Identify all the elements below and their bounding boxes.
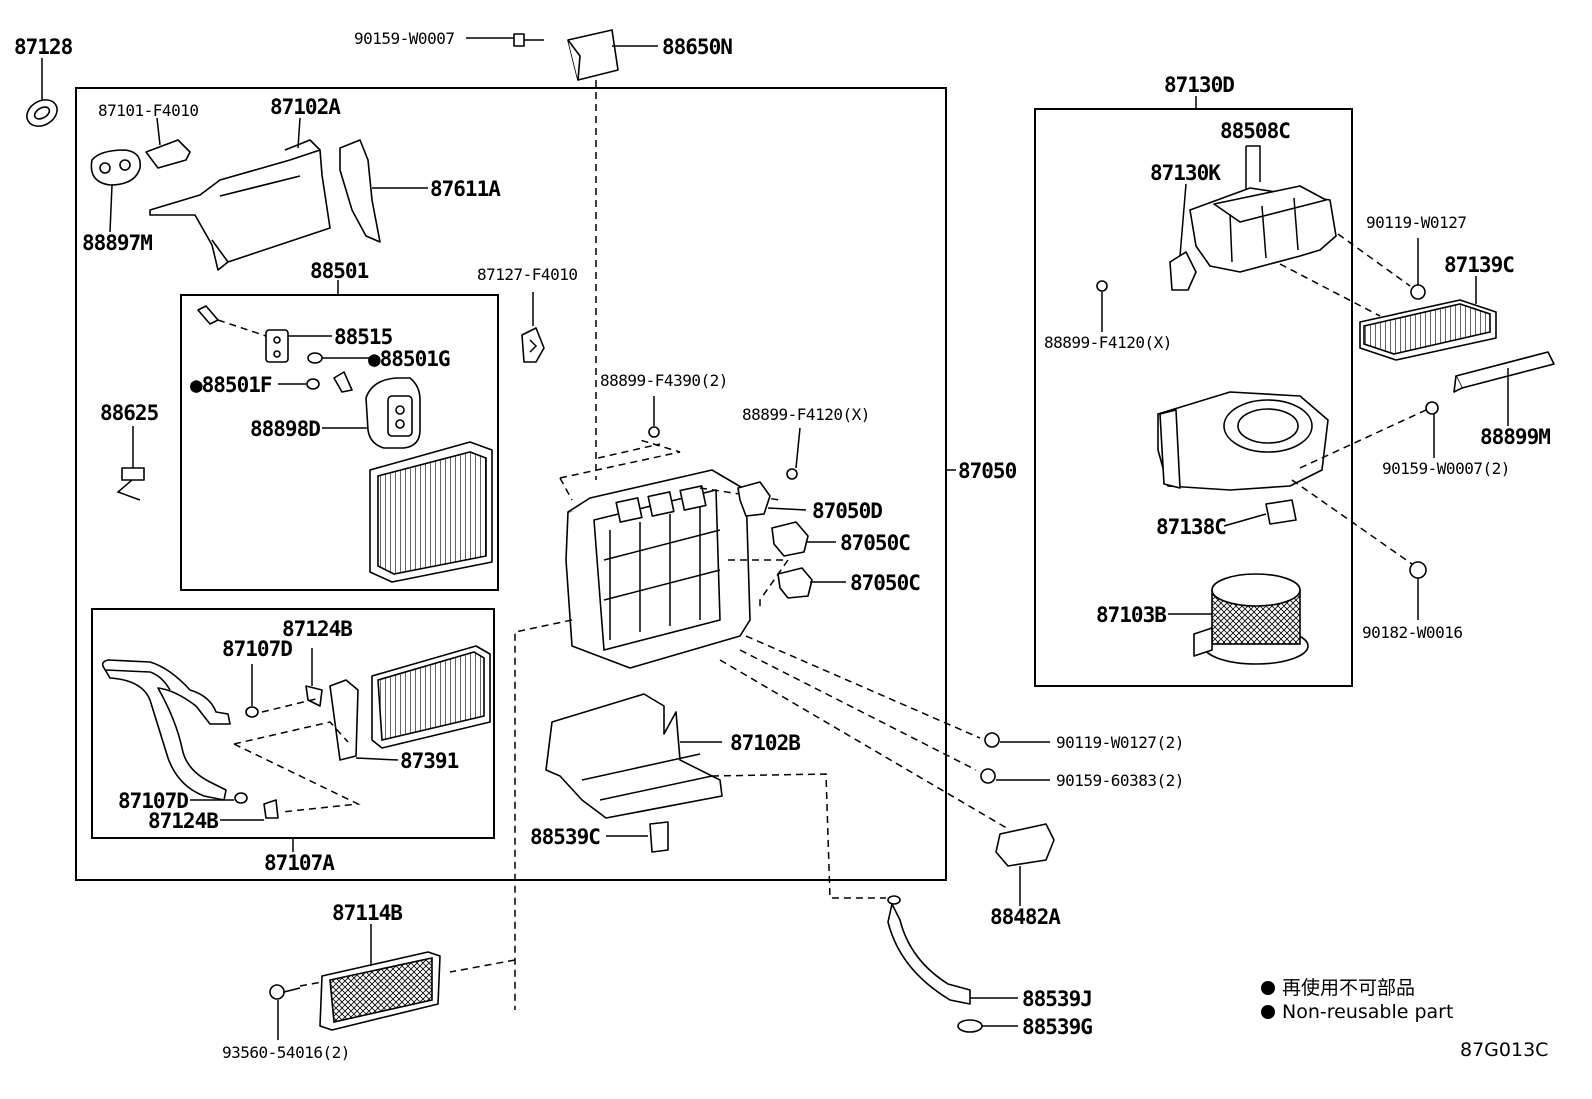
label-88539g: 88539G [1022,1015,1092,1039]
label-87103b: 87103B [1096,603,1166,627]
label-88899-f4390: 88899-F4390(2) [600,371,728,390]
heater-pipes-87107a [101,659,231,801]
label-87139c: 87139C [1444,253,1514,277]
label-88650n: 88650N [662,35,732,59]
evaporator-core [369,441,493,583]
label-87050: 87050 [958,459,1017,483]
actuator-87050d [737,481,807,517]
drain-hose-88539j [887,895,1018,1005]
label-87124b-bot: 87124B [148,809,218,833]
o-ring-88501g [307,352,370,364]
label-87114b: 87114B [332,901,402,925]
label-93560-54016-2: 93560-54016(2) [222,1043,350,1062]
label-87127-f4010: 87127-F4010 [477,265,577,284]
clip-87127-f4010 [521,292,545,363]
blower-housing-88508c [1189,145,1337,273]
lower-case-87102b [545,693,886,899]
blower-group-frame [1034,108,1353,687]
o-ring-87107d-top [245,664,259,718]
blower-motor-87103b [1168,573,1309,665]
hvac-case [565,469,751,669]
screw-88899-f4120-mid [786,427,801,480]
filter-cover-88899m [1453,351,1555,426]
bracket-88650n [466,29,658,480]
label-87101-f4010: 87101-F4010 [98,101,198,120]
label-90159-w0007: 90159-W0007 [354,29,454,48]
label-90119-w0127: 90119-W0127 [1366,213,1466,232]
label-90119-w0127-2: 90119-W0127(2) [1056,733,1184,752]
expansion-valve-88515 [197,305,332,363]
label-87102b: 87102B [730,731,800,755]
label-87050c-1: 87050C [840,531,910,555]
o-ring-88501f [278,371,353,393]
label-87107a: 87107A [264,851,335,875]
legend-bullet-1 [1261,981,1275,995]
legend-en: Non-reusable part [1282,1001,1453,1023]
resistor-87138c [1223,479,1413,565]
label-88897m: 88897M [82,231,152,255]
label-88539j: 88539J [1022,987,1092,1011]
label-87107d-top: 87107D [222,637,292,661]
evaporator-cover-88898d [322,377,421,449]
duct-87611a [339,139,428,243]
label-87130k: 87130K [1150,161,1221,185]
sensor-88625 [116,426,145,501]
label-88899-f4120-right: 88899-F4120(X) [1044,333,1172,352]
label-88515: 88515 [334,325,393,349]
label-88482a: 88482A [990,905,1061,929]
label-88501f: ●88501F [190,373,272,397]
screw-90119-w0127 [1337,233,1426,300]
label-90159-w0007-2: 90159-W0007(2) [1382,459,1510,478]
grommet-87128 [26,58,58,127]
clip-87124b-top [305,648,323,707]
heater-core-87391 [329,645,491,761]
screw-90159-w0007-2 [1299,401,1439,469]
label-87130d: 87130D [1164,73,1234,97]
main-unit-frame [75,87,947,881]
actuator-87050c-2 [777,567,846,599]
label-90159-60383-2: 90159-60383(2) [1056,771,1184,790]
label-87391: 87391 [400,749,459,773]
legend-bullet-2 [1261,1005,1275,1019]
label-87124b-top: 87124B [282,617,352,641]
screw-88899-f4390 [648,396,660,438]
actuator-87130k [1169,183,1197,291]
label-88539c: 88539C [530,825,600,849]
screw-90159-60383-2 [980,768,1050,784]
label-87611a: 87611A [430,177,501,201]
label-88501: 88501 [310,259,369,283]
o-ring-87107d-bot [190,792,248,804]
legend-jp: 再使用不可部品 [1282,977,1415,999]
diagram-code: 87G013C [1460,1039,1548,1061]
label-88898d: 88898D [250,417,320,441]
label-88625: 88625 [100,401,159,425]
label-87128: 87128 [14,35,73,59]
screw-88899-f4120-right [1096,280,1108,332]
label-87102a: 87102A [270,95,341,119]
nut-90182-w0016 [1409,561,1427,620]
actuator-87050c-1 [771,521,836,557]
label-87107d-bot: 87107D [118,789,188,813]
label-87050c-2: 87050C [850,571,920,595]
label-88899m: 88899M [1480,425,1550,449]
duct-87102a [149,117,331,271]
grommet-88539g [957,1019,1018,1033]
drain-plug-88539c [606,821,669,853]
label-88899-f4120-mid: 88899-F4120(X) [742,405,870,424]
label-87138c: 87138C [1156,515,1226,539]
label-88501g: ●88501G [368,347,450,371]
label-88508c: 88508C [1220,119,1290,143]
clip-87124b-bot [220,799,279,821]
clip-87101-f4010 [145,117,191,169]
evaporator-group-frame [180,294,499,591]
label-87050d: 87050D [812,499,882,523]
seal-plate-88897m [90,149,142,233]
radiator-87114b [269,924,441,1040]
module-88482a [995,823,1055,906]
cabin-filter-87139c [1279,263,1497,361]
blower-case [1157,391,1329,491]
label-90182-w0016: 90182-W0016 [1362,623,1462,642]
screw-90119-w0127-2 [984,732,1050,748]
